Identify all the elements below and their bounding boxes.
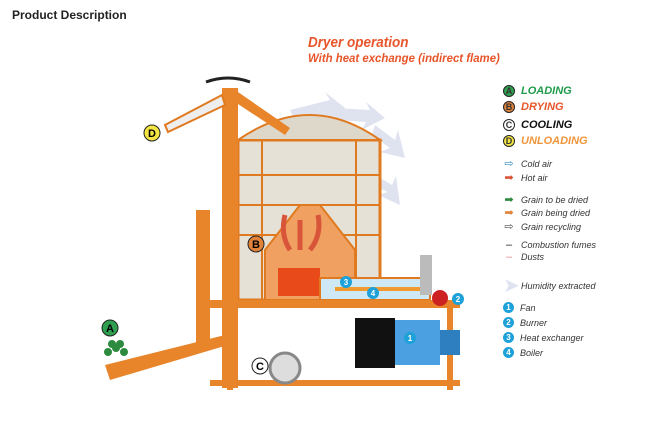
marker-1: 1	[408, 334, 413, 343]
legend-hot-air: ➡Hot air	[504, 172, 548, 184]
arrow-icon: ⇨	[504, 221, 514, 233]
legend-grain-drying: ➡Grain being dried	[504, 207, 591, 219]
marker-c: C	[256, 361, 264, 373]
elevator	[222, 88, 238, 388]
marker-3: 3	[344, 278, 349, 287]
legend-dusts: –Dusts	[503, 251, 544, 263]
legend-cold-air: ⇨Cold air	[504, 158, 553, 170]
diagram-title: Dryer operation	[308, 34, 409, 51]
arrow-icon: ➡	[504, 194, 514, 206]
control-box	[355, 318, 395, 368]
marker-4: 4	[371, 289, 376, 298]
marker-d: D	[148, 128, 156, 140]
arrow-icon: ⇨	[504, 158, 514, 170]
wheel	[268, 351, 302, 385]
diagram-subtitle: With heat exchange (indirect flame)	[308, 51, 500, 65]
marker-b: B	[252, 239, 260, 251]
legend-humidity: ➤Humidity extracted	[503, 275, 596, 297]
humidity-arrow-icon: ➤	[503, 275, 520, 297]
loading-conveyor	[105, 335, 228, 380]
dash-icon: –	[505, 239, 513, 251]
legend-combustion: –Combustion fumes	[503, 239, 596, 251]
phase-markers: D B A C	[101, 124, 269, 375]
section-heading: Product Description	[12, 8, 127, 22]
dash-icon: –	[505, 251, 513, 263]
marker-2: 2	[456, 295, 461, 304]
legend-grain-recycling: ⇨Grain recycling	[504, 221, 582, 233]
arrow-icon: ➡	[504, 207, 514, 219]
legend-grain-to-dry: ➡Grain to be dried	[504, 194, 589, 206]
marker-a: A	[106, 323, 114, 335]
arrow-icon: ➡	[504, 172, 514, 184]
